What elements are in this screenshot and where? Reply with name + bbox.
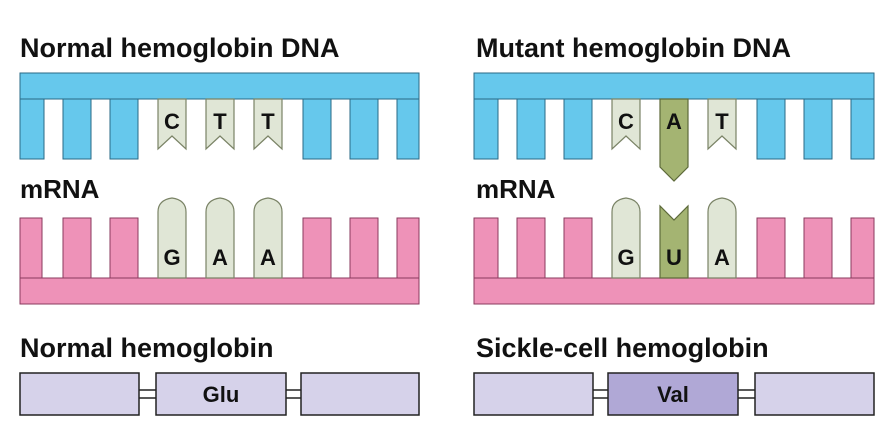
normal-dna-base-letter: C <box>164 109 180 134</box>
mutant-amino-acid: Val <box>657 382 689 407</box>
mutant-dna-tooth <box>803 98 833 160</box>
normal-mrna-tooth <box>62 217 92 279</box>
normal-dna-base <box>205 98 235 151</box>
normal-dna-base-letter: T <box>213 109 227 134</box>
normal-dna-tooth <box>62 98 92 160</box>
mutant-dna-base-letter: C <box>618 109 634 134</box>
mutant-dna-tooth <box>563 98 593 160</box>
normal-mrna-base <box>157 197 187 279</box>
normal-dna-tooth <box>109 98 139 160</box>
mutant-protein-segment-highlight <box>607 372 739 416</box>
mutant-dna-backbone <box>473 72 875 100</box>
mutant-mrna-tooth <box>516 217 546 279</box>
mutant-dna-tooth <box>756 98 786 160</box>
normal-dna-tooth <box>19 98 45 160</box>
normal-dna-title: Normal hemoglobin DNA <box>20 33 340 63</box>
normal-dna-base <box>157 98 187 151</box>
normal-mrna-tooth <box>19 217 43 279</box>
normal-mrna-tooth <box>349 217 379 279</box>
normal-dna-backbone <box>19 72 420 100</box>
mutant-protein-segment <box>473 372 594 416</box>
normal-mrna-tooth <box>109 217 139 279</box>
mutant-mrna-base-mutated <box>659 204 689 279</box>
normal-panel: Normal hemoglobin DNA C T T mRNA G A A N… <box>19 33 420 416</box>
mutant-mrna-tooth <box>473 217 499 279</box>
normal-mrna-base-letter: A <box>260 245 276 270</box>
mutant-mrna-backbone <box>473 277 875 305</box>
normal-dna-tooth <box>302 98 332 160</box>
mutant-mrna-tooth <box>756 217 786 279</box>
normal-mrna-base-letter: A <box>212 245 228 270</box>
mutant-mrna-tooth <box>850 217 875 279</box>
normal-dna-tooth <box>396 98 420 160</box>
normal-dna-base-letter: T <box>261 109 275 134</box>
mutant-protein-segment <box>754 372 875 416</box>
normal-protein-segment-highlight <box>155 372 287 416</box>
mutant-mrna-base-letter: U <box>666 245 682 270</box>
normal-mrna-base-letter: G <box>163 245 180 270</box>
mutant-dna-tooth <box>850 98 875 160</box>
normal-protein-title: Normal hemoglobin <box>20 333 274 363</box>
normal-amino-acid: Glu <box>203 382 240 407</box>
mutant-mrna-base <box>611 197 641 279</box>
normal-protein-segment <box>19 372 140 416</box>
normal-mrna-label: mRNA <box>20 174 100 204</box>
mutant-protein-title: Sickle-cell hemoglobin <box>476 333 769 363</box>
normal-mrna-backbone <box>19 277 420 305</box>
mutant-dna-base <box>707 98 737 151</box>
normal-mrna-base <box>205 197 235 279</box>
normal-mrna-tooth <box>396 217 420 279</box>
mutant-dna-base <box>611 98 641 151</box>
mutant-panel: Mutant hemoglobin DNA C A T mRNA G U A S… <box>473 33 875 416</box>
mutant-dna-tooth <box>473 98 499 160</box>
mutant-mrna-tooth <box>803 217 833 279</box>
mutant-mrna-tooth <box>563 217 593 279</box>
normal-dna-base <box>253 98 283 151</box>
normal-dna-tooth <box>349 98 379 160</box>
mutant-mrna-base-letter: G <box>617 245 634 270</box>
mutant-mrna-base <box>707 197 737 279</box>
mutant-dna-base-letter: A <box>666 109 682 134</box>
mutant-mrna-base-letter: A <box>714 245 730 270</box>
normal-protein-segment <box>300 372 420 416</box>
mutant-dna-base-letter: T <box>715 109 729 134</box>
mutant-dna-title: Mutant hemoglobin DNA <box>476 33 791 63</box>
normal-mrna-tooth <box>302 217 332 279</box>
mutant-dna-base-mutated <box>659 98 689 182</box>
normal-mrna-base <box>253 197 283 279</box>
mutant-mrna-label: mRNA <box>476 174 556 204</box>
mutant-dna-tooth <box>516 98 546 160</box>
